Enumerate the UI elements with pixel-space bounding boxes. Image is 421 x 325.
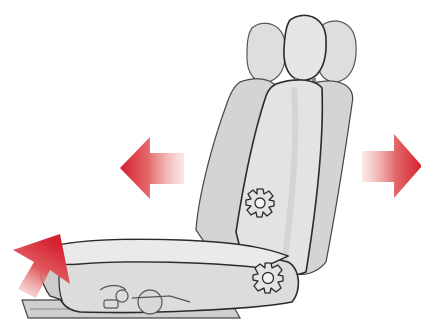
headrest-center [284, 15, 326, 80]
gear-icon [246, 189, 274, 217]
gear-icon [253, 263, 283, 293]
headrest-left [247, 23, 286, 82]
headrests [247, 15, 356, 88]
arrow-left-icon [120, 137, 184, 199]
arrow-right-icon [362, 134, 421, 198]
